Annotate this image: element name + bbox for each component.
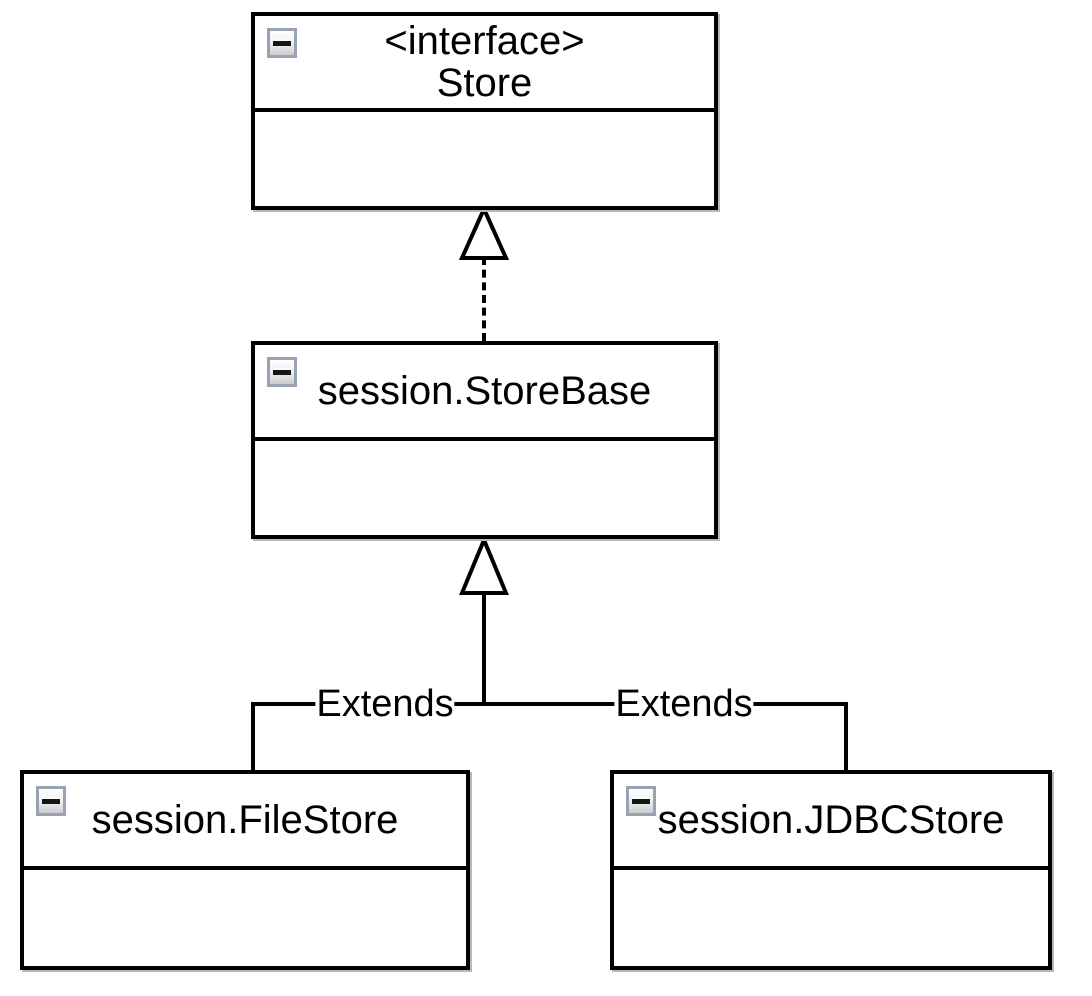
minus-icon xyxy=(42,798,60,804)
jdbcstore-class-name: session.JDBCStore xyxy=(657,798,1005,842)
generalization-hollow-triangle-arrowhead xyxy=(459,537,509,595)
jdbcstore-collapse-button[interactable] xyxy=(626,786,656,816)
filestore-members-section xyxy=(24,870,466,962)
filestore-header: session.FileStore xyxy=(24,774,466,870)
store-class-name: Store xyxy=(436,61,533,105)
realization-hollow-triangle-arrowhead xyxy=(459,206,509,260)
class-node-filestore[interactable]: session.FileStore xyxy=(20,770,470,970)
generalization-stem-line xyxy=(482,593,486,706)
filestore-collapse-button[interactable] xyxy=(36,786,66,816)
extends-horizontal-connector xyxy=(251,702,848,706)
storebase-members-section xyxy=(255,441,714,531)
storebase-collapse-button[interactable] xyxy=(267,357,297,387)
minus-icon xyxy=(273,369,291,375)
class-node-storebase[interactable]: session.StoreBase xyxy=(251,341,718,539)
filestore-class-name: session.FileStore xyxy=(91,798,399,842)
storebase-class-name: session.StoreBase xyxy=(317,369,652,413)
filestore-connector-drop xyxy=(251,702,255,772)
store-header: <interface> Store xyxy=(255,16,714,112)
store-collapse-button[interactable] xyxy=(267,28,297,58)
jdbcstore-members-section xyxy=(614,870,1048,962)
minus-icon xyxy=(273,40,291,46)
extends-label-right: Extends xyxy=(614,683,754,725)
store-title: <interface> Store xyxy=(384,20,584,104)
store-members-section xyxy=(255,112,714,202)
jdbcstore-header: session.JDBCStore xyxy=(614,774,1048,870)
extends-label-left: Extends xyxy=(315,683,455,725)
jdbcstore-connector-drop xyxy=(844,702,848,772)
class-node-store-interface[interactable]: <interface> Store xyxy=(251,12,718,210)
realization-dashed-line xyxy=(482,257,486,341)
store-stereotype-label: <interface> xyxy=(384,19,585,63)
minus-icon xyxy=(632,798,650,804)
class-node-jdbcstore[interactable]: session.JDBCStore xyxy=(610,770,1052,970)
storebase-header: session.StoreBase xyxy=(255,345,714,441)
